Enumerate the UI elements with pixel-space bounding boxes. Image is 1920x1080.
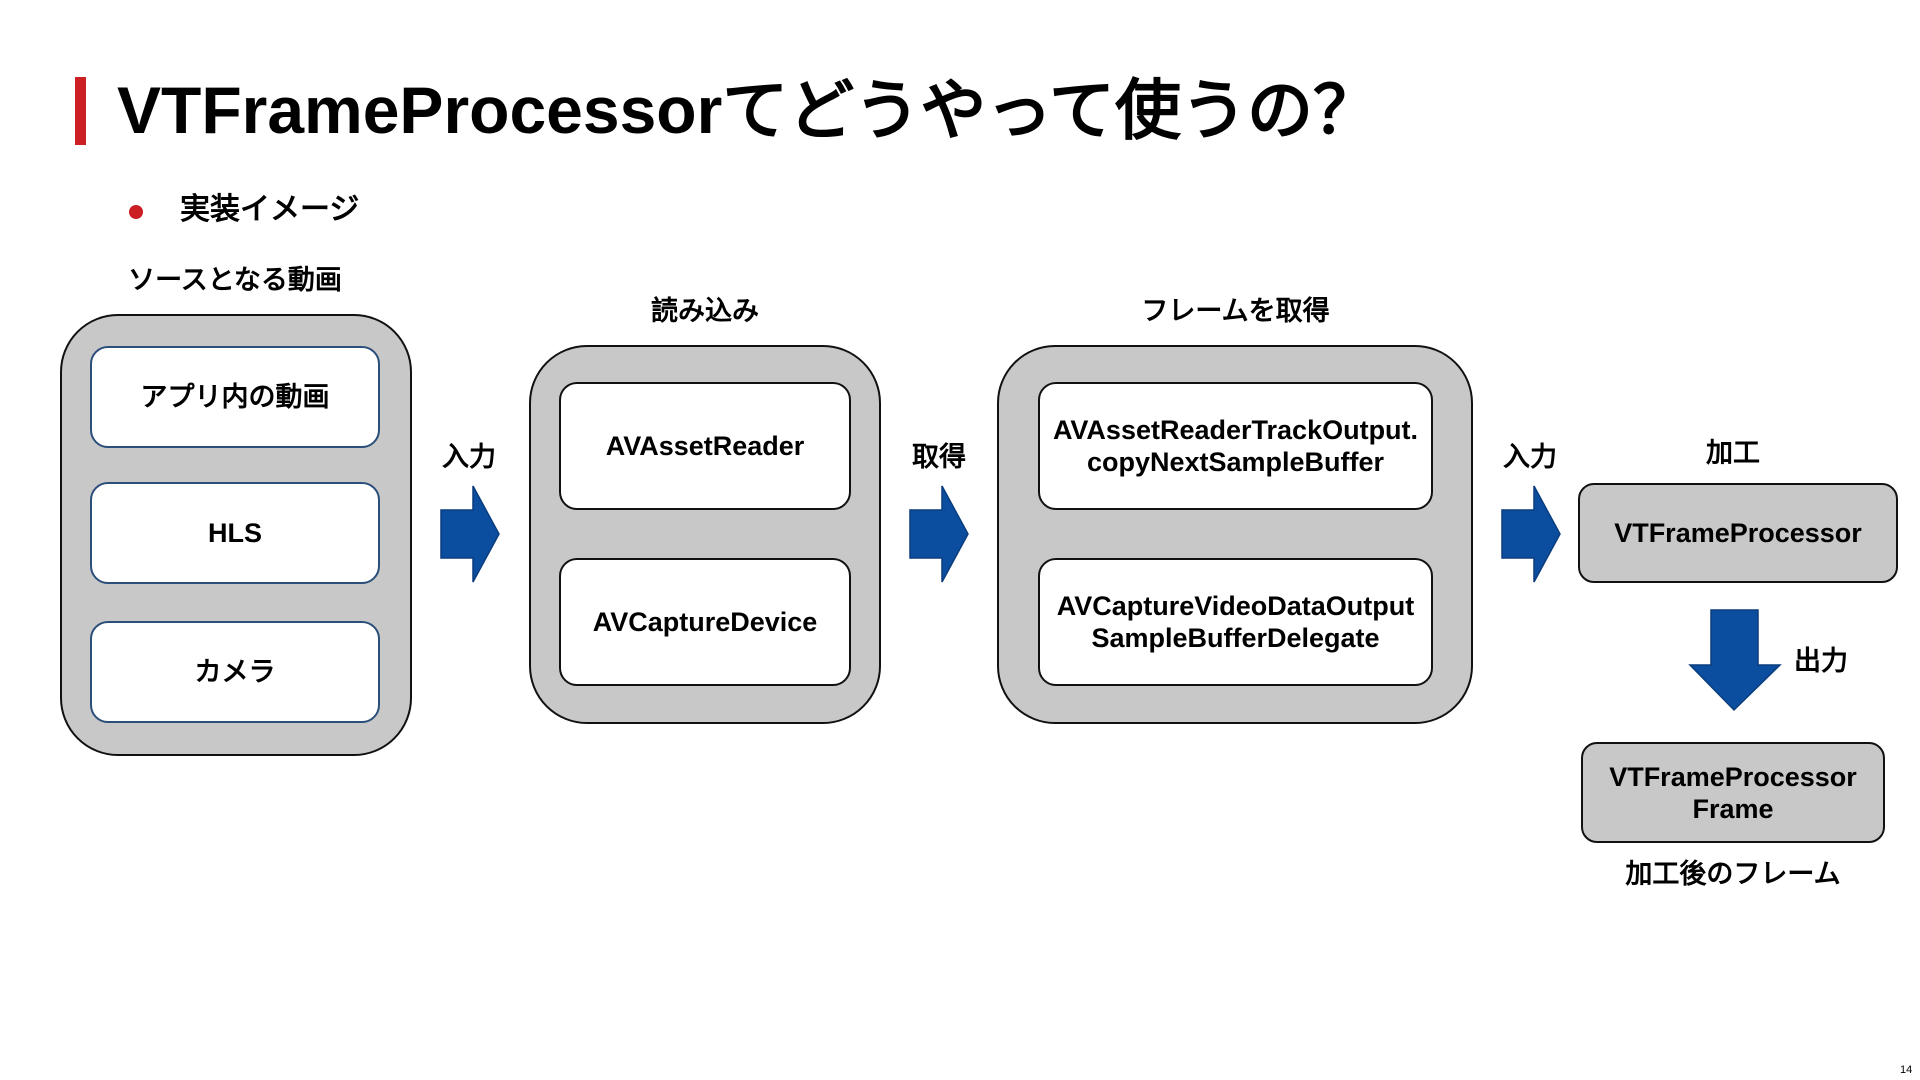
source-item-app-video: アプリ内の動画 bbox=[90, 346, 380, 448]
output-label: 加工後のフレーム bbox=[1625, 859, 1841, 889]
output-arrow-label: 出力 bbox=[1794, 646, 1848, 676]
source-group-label: ソースとなる動画 bbox=[128, 265, 342, 295]
frames-group-label: フレームを取得 bbox=[1141, 296, 1330, 326]
vtframeprocessor-box: VTFrameProcessor bbox=[1578, 483, 1898, 583]
right-arrow-icon bbox=[440, 485, 500, 583]
down-arrow-icon bbox=[1688, 609, 1782, 712]
bullet-text: 実装イメージ bbox=[180, 193, 360, 226]
title-accent-bar bbox=[75, 77, 86, 145]
right-arrow-icon bbox=[909, 485, 969, 583]
source-item-camera: カメラ bbox=[90, 621, 380, 723]
slide-title: VTFrameProcessorてどうやって使うの？ bbox=[117, 73, 1379, 147]
frames-item-track-output: AVAssetReaderTrackOutput.copyNextSampleB… bbox=[1038, 382, 1433, 510]
arrow-label-acquire: 取得 bbox=[912, 442, 966, 472]
vtframeprocessorframe-box: VTFrameProcessorFrame bbox=[1581, 742, 1885, 843]
reader-item-avcapturedevice: AVCaptureDevice bbox=[559, 558, 851, 686]
right-arrow-icon bbox=[1501, 485, 1561, 583]
arrow-label-input-2: 入力 bbox=[1503, 442, 1557, 472]
arrow-label-input-1: 入力 bbox=[442, 442, 496, 472]
page-number: 14 bbox=[1900, 1064, 1913, 1076]
reader-item-avassetreader: AVAssetReader bbox=[559, 382, 851, 510]
reader-group-label: 読み込み bbox=[651, 296, 759, 326]
bullet-dot-icon bbox=[129, 205, 143, 219]
process-label: 加工 bbox=[1706, 438, 1760, 468]
frames-item-capture-delegate: AVCaptureVideoDataOutputSampleBufferDele… bbox=[1038, 558, 1433, 686]
source-item-hls: HLS bbox=[90, 482, 380, 584]
